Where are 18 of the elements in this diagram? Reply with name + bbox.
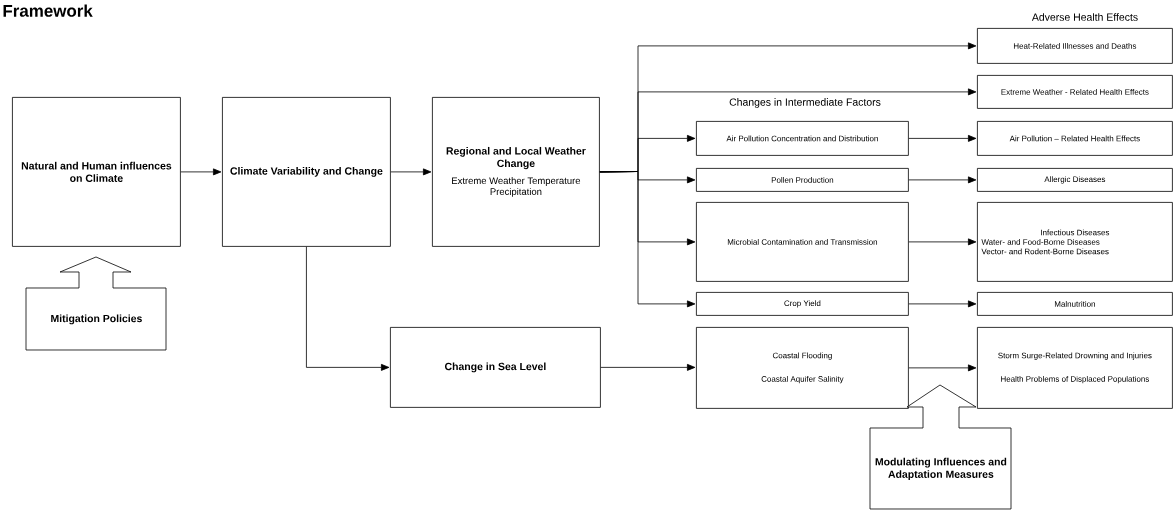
arrow: [390, 168, 432, 176]
process-box: Regional and Local Weather Change Extreme Weather Temperature Precipitation: [432, 97, 600, 247]
heading-label: Changes in Intermediate Factors: [729, 98, 881, 108]
arrow: [908, 238, 977, 246]
arrow: [908, 134, 977, 142]
block-arrow: [906, 384, 977, 429]
block-arrow: [59, 256, 132, 289]
process-box: Natural and Human influences on Climate: [12, 97, 181, 247]
process-box: Climate Variability and Change: [222, 97, 391, 247]
arrow: [180, 168, 222, 176]
arrow: [908, 300, 977, 308]
arrow: [908, 176, 977, 184]
title: Framework: [3, 4, 93, 17]
arrow: [599, 171, 696, 308]
arrow: [908, 364, 977, 372]
arrow: [306, 246, 390, 371]
process-box: Change in Sea Level: [390, 327, 601, 408]
arrow: [600, 363, 696, 371]
